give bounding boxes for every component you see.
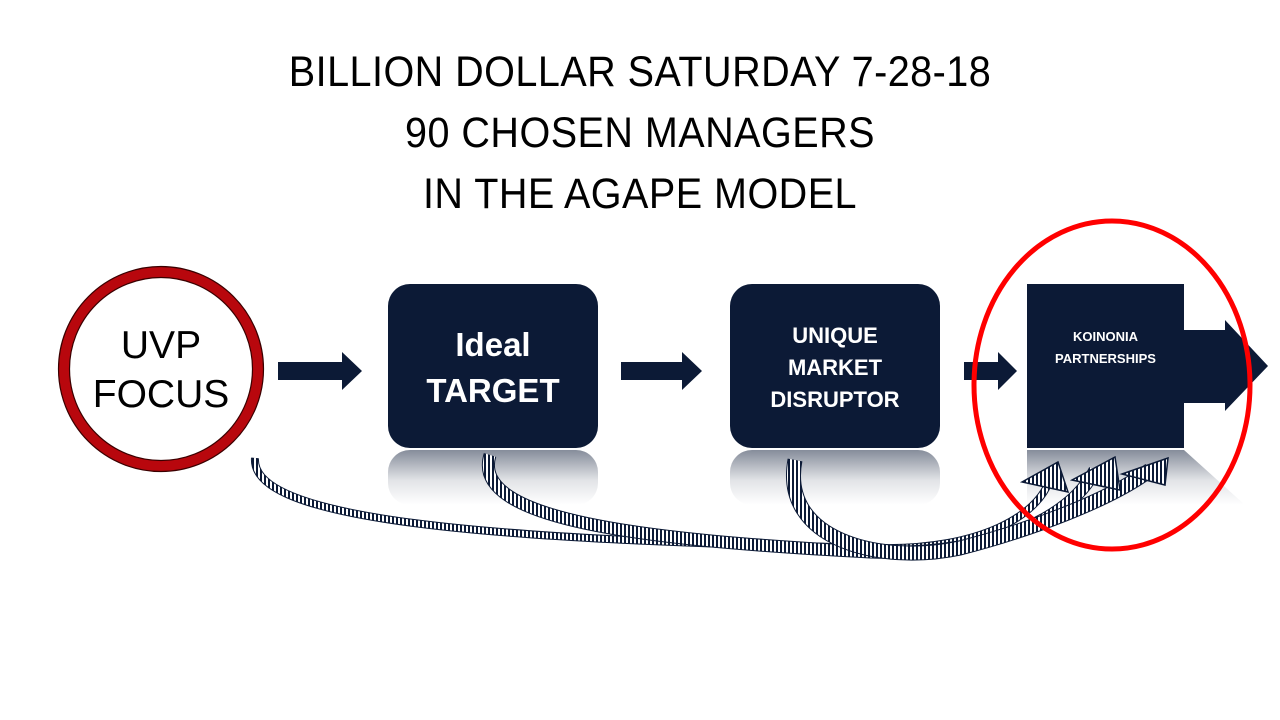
arrow-target-to-disruptor	[621, 352, 702, 390]
ideal-target-box	[388, 284, 598, 448]
unique-market-disruptor-box	[730, 284, 940, 448]
title-line-2: 90 CHOSEN MANAGERS	[405, 109, 875, 157]
arrow-uvp-to-target	[278, 352, 362, 390]
koinonia-partnerships-shape	[1027, 284, 1268, 448]
title-line-1: BILLION DOLLAR SATURDAY 7-28-18	[288, 48, 992, 96]
curved-arrowhead-3	[1119, 456, 1169, 486]
curved-arrowhead-2	[1069, 455, 1121, 491]
arrow-disruptor-to-koinonia	[964, 352, 1017, 390]
slide-title: BILLION DOLLAR SATURDAY 7-28-18 90 CHOSE…	[51, 42, 1229, 225]
highlight-ellipse	[971, 218, 1253, 552]
uvp-focus-circle	[58, 266, 264, 472]
curved-arrowhead-1	[1019, 460, 1070, 494]
disruptor-reflection	[730, 450, 940, 505]
title-line-3: IN THE AGAPE MODEL	[422, 170, 858, 218]
